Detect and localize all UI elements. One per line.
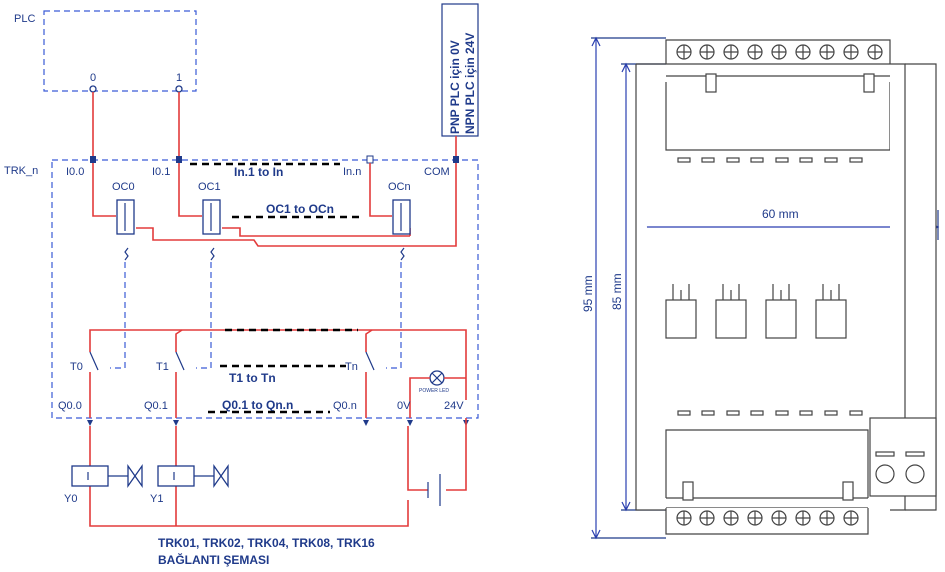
oc-range-label: OC1 to OCn [266,202,334,216]
trk-box [51,159,479,419]
height-85-label: 85 mm [610,273,624,310]
output-q0n-label: Q0.n [333,400,357,412]
input-inn-label: In.n [343,166,361,178]
output-q01-label: Q0.1 [144,400,168,412]
plc-terminal-1 [175,85,183,93]
top-screw-terminals [676,44,883,60]
terminal-i00 [90,156,96,163]
valve-y1-label: Y1 [150,493,163,505]
caption-line2: BAĞLANTI ŞEMASI [158,552,269,567]
input-i01-label: I0.1 [152,166,170,178]
input-com-label: COM [424,166,450,178]
top-led-row [677,157,863,163]
terminal-com [453,156,459,163]
valve-icon-y0 [127,463,143,489]
width-60-label: 60 mm [762,207,799,221]
terminal-q0n [363,420,369,426]
transistor-t0 [89,351,99,371]
transistor-t1 [175,351,185,371]
bottom-led-row [677,410,863,416]
valve-coil-y1 [157,465,195,487]
ocn-label: OCn [388,181,411,193]
plc-box [43,10,197,92]
valve-coil-y0 [71,465,109,487]
t0-label: T0 [70,361,83,373]
input-range-label: In.1 to In [234,165,283,179]
oc1-label: OC1 [198,181,221,193]
output-0v-label: 0V [397,400,411,412]
voltage-note-line2: NPN PLC için 24V [463,33,477,134]
voltage-note-line1: PNP PLC için 0V [448,40,462,134]
terminal-0v [407,420,413,426]
components-row [665,284,847,339]
t1-label: T1 [156,361,169,373]
power-led-label: POWER LED [419,388,449,394]
plc-out0-label: 0 [90,72,96,84]
plc-out1-label: 1 [176,72,182,84]
output-24v-label: 24V [444,400,464,412]
bottom-terminal-block [665,508,869,535]
bottom-screw-terminals [676,510,859,526]
voltage-note-box [441,3,479,137]
q-range-label: Q0.1 to Qn.n [222,398,293,412]
plc-terminal-0 [89,85,97,93]
tn-label: Tn [345,361,358,373]
input-i00-label: I0.0 [66,166,84,178]
height-95-label: 95 mm [581,275,595,312]
transistor-tn [365,351,375,371]
terminal-q01 [173,420,179,426]
trk-label: TRK_n [4,165,38,177]
valve-icon-y1 [213,463,229,489]
oc0-label: OC0 [112,181,135,193]
valve-y0-label: Y0 [64,493,77,505]
power-connector [869,417,937,497]
caption-line1: TRK01, TRK02, TRK04, TRK08, TRK16 [158,536,375,550]
output-q00-label: Q0.0 [58,400,82,412]
terminal-i01 [176,156,182,163]
terminal-inn [366,155,374,164]
terminal-q00 [87,420,93,426]
t-range-label: T1 to Tn [229,371,276,385]
plc-label: PLC [14,13,35,25]
